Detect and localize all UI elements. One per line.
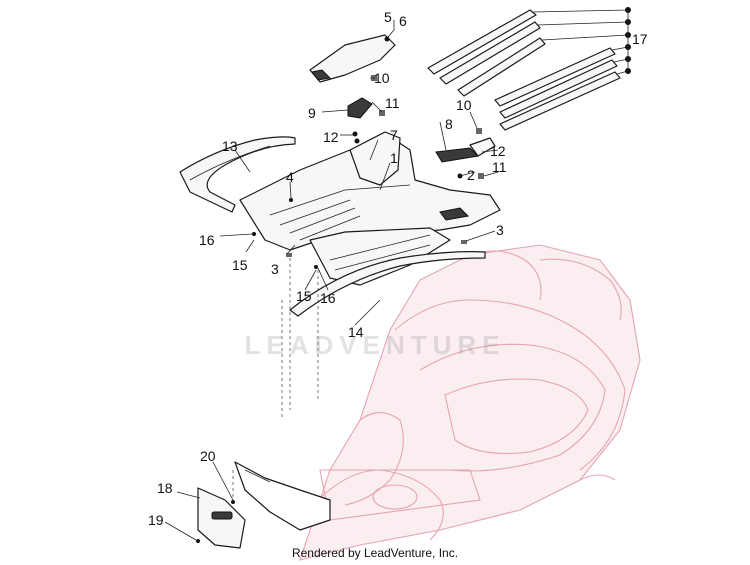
callout-11-right: 11: [492, 159, 507, 175]
callout-16-mid: 16: [320, 290, 336, 306]
callout-15-left: 15: [232, 257, 248, 273]
callout-8: 8: [445, 116, 453, 132]
callout-16-left: 16: [199, 232, 215, 248]
callout-18: 18: [157, 480, 173, 496]
part-14-right-rail: [289, 251, 486, 317]
scooter-body-ghost: [299, 244, 641, 561]
part-8-trim: [435, 137, 496, 163]
callout-labels: 5 6 10 9 11 12 7 1 13 4 16 15 3 15 16 14…: [148, 9, 648, 528]
callout-19: 19: [148, 512, 164, 528]
alignment-lines: [232, 258, 319, 500]
callout-15-mid: 15: [296, 288, 312, 304]
callout-12-right: 12: [490, 143, 506, 159]
part-13-left-rail: [179, 136, 296, 213]
part-18-lower-cover: [197, 487, 246, 549]
callout-17: 17: [632, 31, 648, 47]
callout-4: 4: [286, 169, 294, 185]
callout-14: 14: [348, 324, 364, 340]
callout-1: 1: [390, 150, 398, 166]
callout-7: 7: [390, 127, 398, 143]
callout-3-right: 3: [496, 222, 504, 238]
part-7-tunnel: [349, 131, 401, 186]
part-17-leaders: [532, 7, 631, 75]
callout-10-right: 10: [456, 97, 472, 113]
callout-13: 13: [222, 138, 238, 154]
callout-6: 6: [399, 13, 407, 29]
watermark-text: LEADVENTURE: [244, 330, 506, 360]
part-17-strips: [427, 9, 621, 131]
callout-3-left: 3: [271, 261, 279, 277]
callout-leaders: [164, 20, 499, 541]
callout-20: 20: [200, 448, 216, 464]
part-9-trim: [347, 97, 373, 119]
part-5-upper-cover: [309, 34, 396, 83]
callout-5: 5: [384, 9, 392, 25]
render-credit: Rendered by LeadVenture, Inc.: [291, 546, 459, 560]
callout-11-top: 11: [385, 95, 400, 111]
lower-shield-assembly: [234, 461, 331, 531]
callout-10-top: 10: [374, 70, 390, 86]
callout-9: 9: [308, 105, 316, 121]
callout-2: 2: [467, 167, 475, 183]
part-1-floor-panel: [239, 139, 501, 286]
callout-12-left: 12: [323, 129, 339, 145]
